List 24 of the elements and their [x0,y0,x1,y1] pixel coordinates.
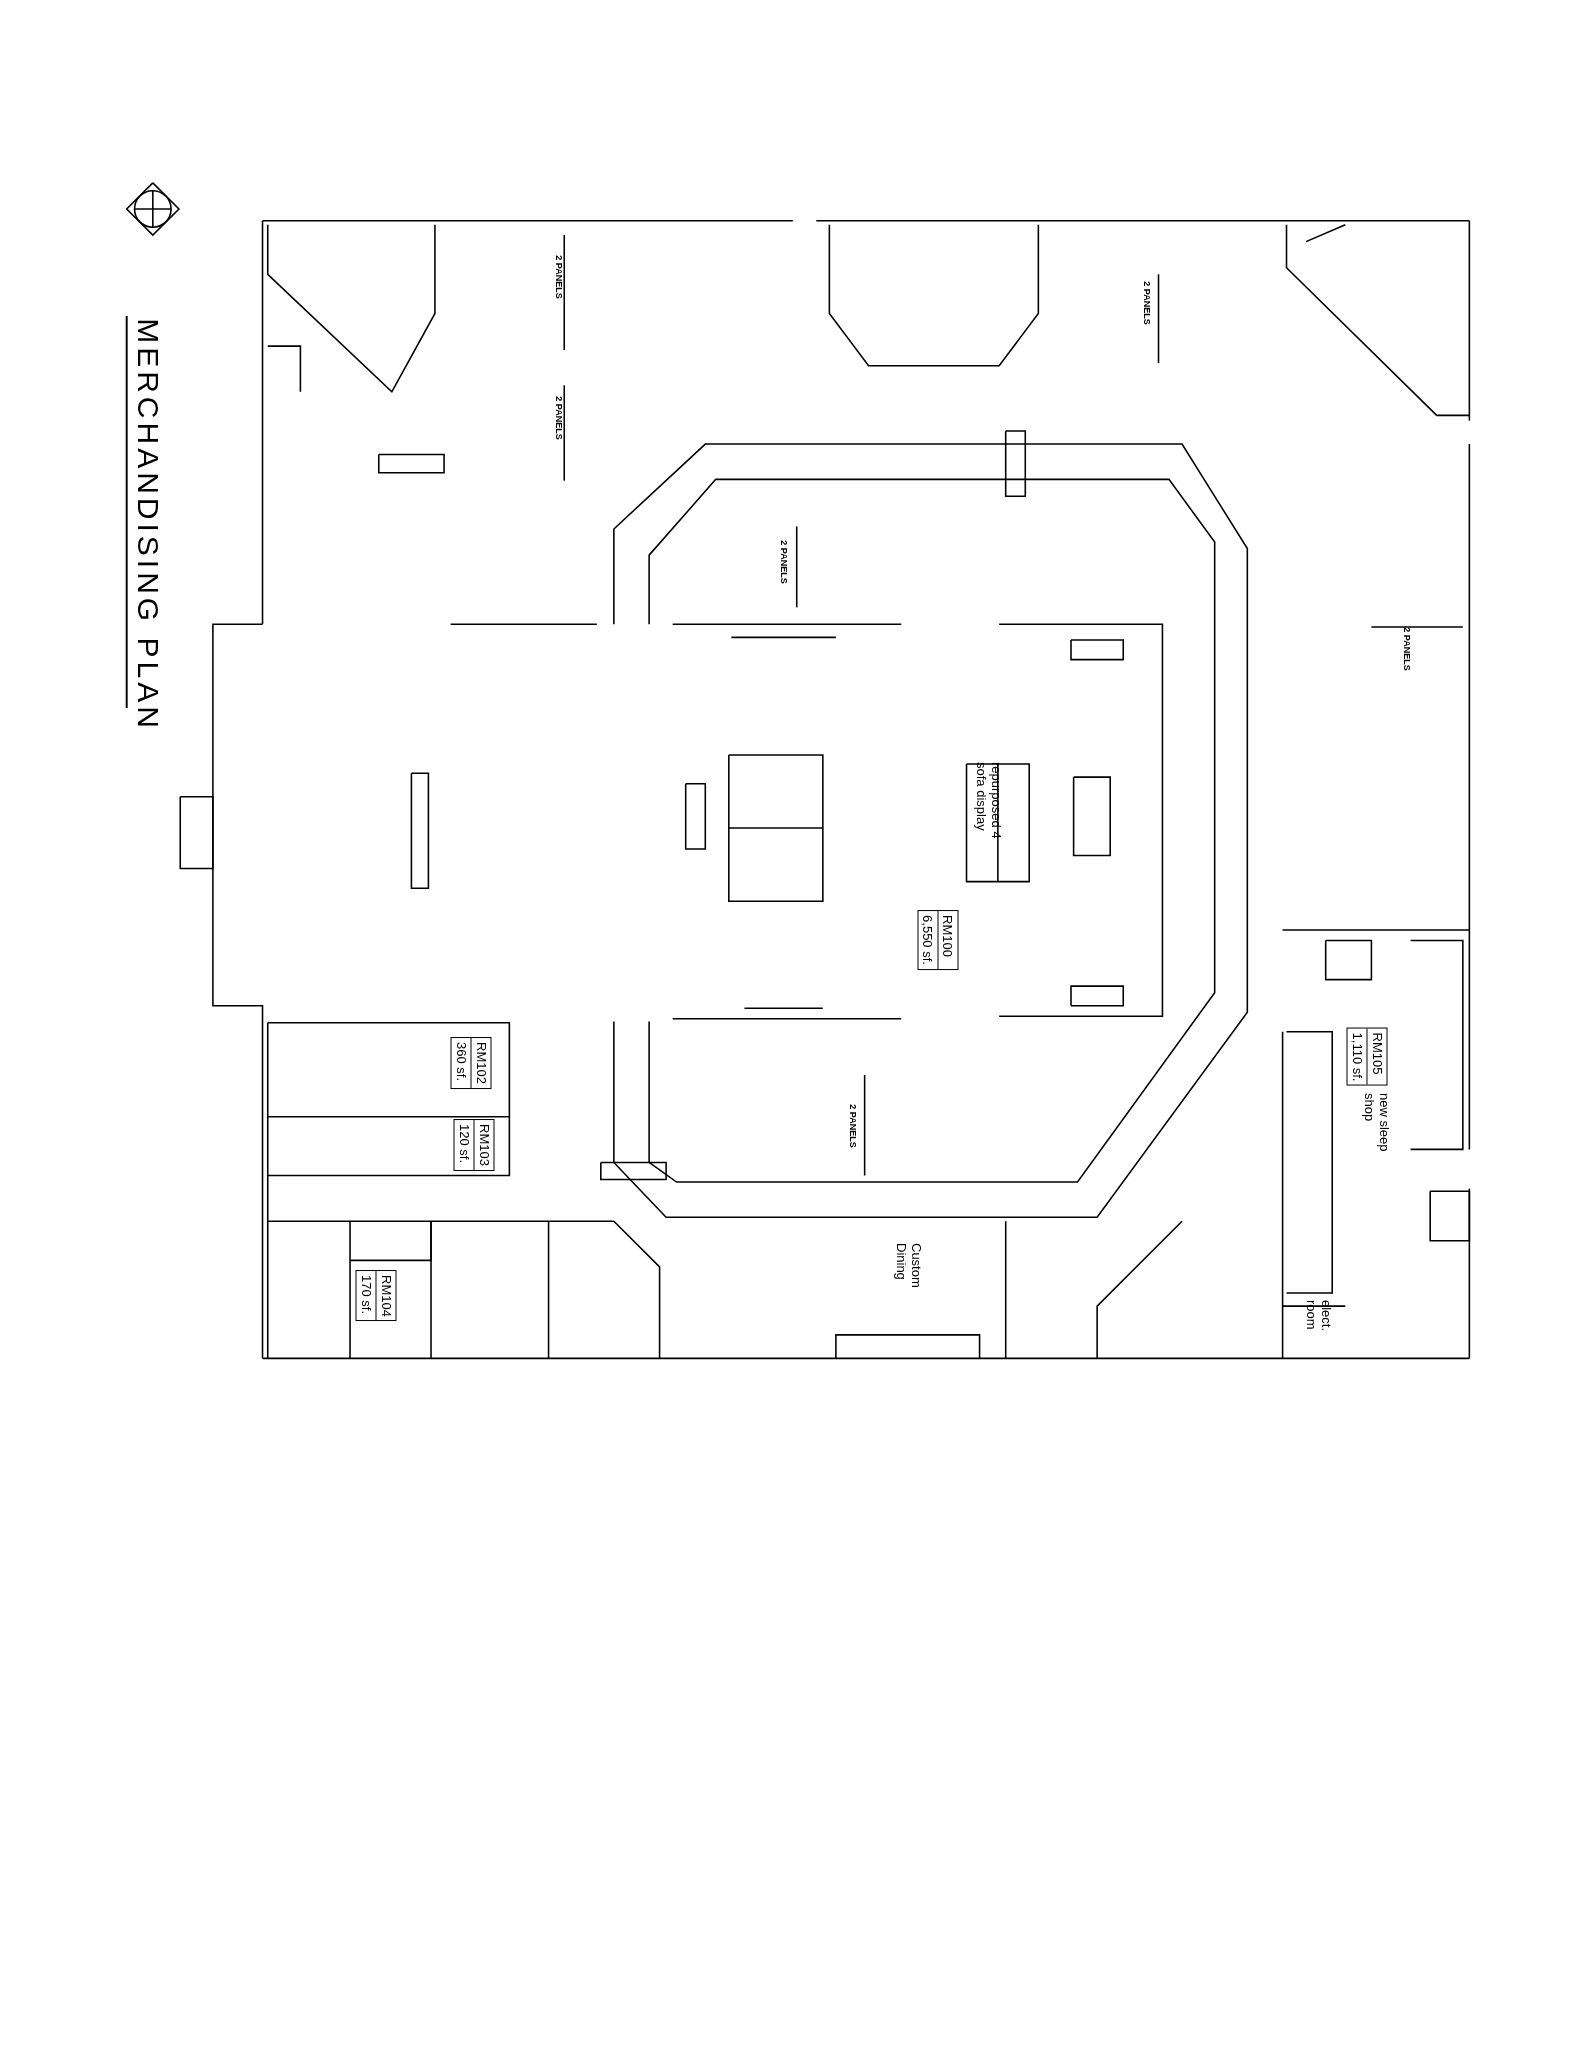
room-label-box [1346,1027,1388,1086]
room-label: RM104 [377,1273,395,1319]
panel-note: 2 PANELS [553,396,564,440]
room-label: 360 sf. [451,1038,472,1089]
panel-note: 2 PANELS [778,539,789,584]
plan-title: MERCHANDISING PLAN [130,318,165,732]
room-label-box [917,910,959,971]
panel-note: 2 PANELS [1401,627,1412,671]
area-label: new sleep shop [1361,1093,1392,1154]
room-label: RM105 [1368,1031,1386,1076]
panel-note: 2 PANELS [553,255,564,299]
room-label-box [450,1037,492,1090]
panel-note: 2 PANELS [1141,281,1152,325]
room-label-box [355,1269,397,1322]
panel-note: 2 PANELS [847,1104,858,1148]
area-label: Custom Dining [893,1243,924,1291]
room-label: 1,110 sf. [1347,1028,1368,1085]
room-label: RM102 [472,1041,490,1087]
room-label-box [453,1119,495,1172]
room-label: RM103 [475,1123,493,1169]
room-label: 120 sf. [454,1120,475,1171]
room-label: 6,550 sf. [918,911,939,970]
room-label: RM100 [939,914,957,960]
room-label: 170 sf. [356,1270,377,1321]
